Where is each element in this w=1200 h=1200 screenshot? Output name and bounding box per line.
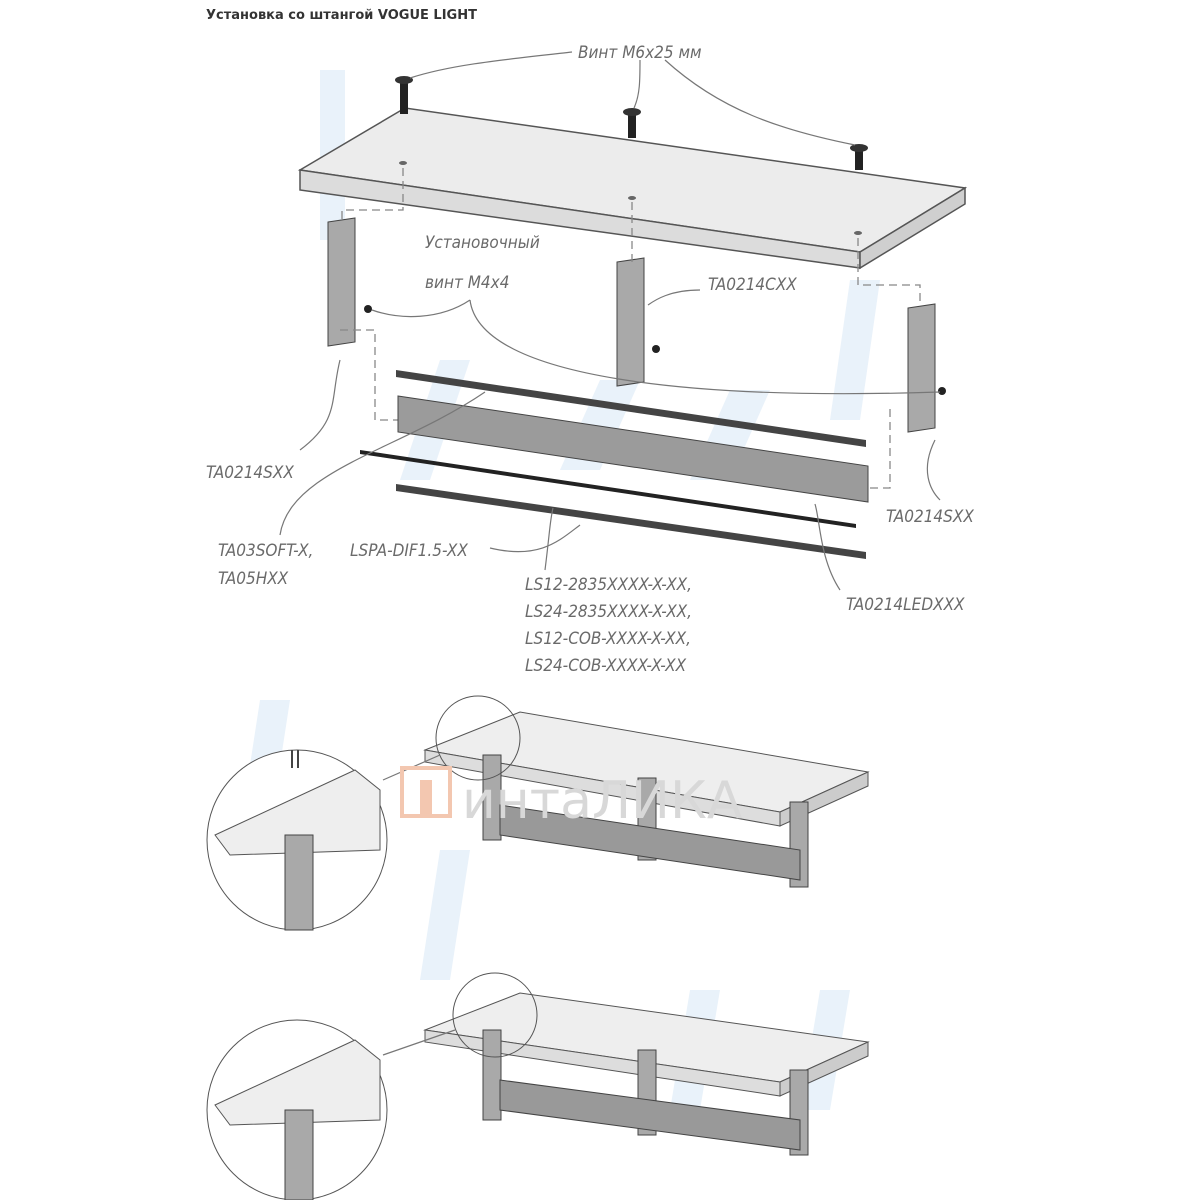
label-center-post: TA0214CXX — [708, 275, 797, 295]
label-set-screw-2: винт M4x4 — [425, 273, 509, 293]
logo-text: интаЛИКА — [462, 771, 743, 831]
page-title: Установка со штангой VOGUE LIGHT — [206, 8, 477, 23]
posts — [327, 217, 946, 433]
label-side-post-left: TA0214SXX — [206, 463, 294, 483]
label-screw-m6: Винт M6x25 мм — [578, 43, 702, 63]
label-led-profile: TA0214LEDXXX — [846, 595, 965, 615]
label-set-screw-1: Установочный — [425, 233, 540, 253]
profiles — [360, 370, 869, 559]
shelf-panel — [297, 107, 968, 270]
assembled-view-2 — [206, 972, 870, 1200]
label-side-post-right: TA0214SXX — [886, 507, 974, 527]
label-diffuser: LSPA-DIF1.5-XX — [350, 541, 468, 561]
logo-watermark: интаЛИКА — [400, 766, 743, 831]
label-led-4: LS24-COB-XXXX-X-XX — [525, 656, 687, 676]
label-led-1: LS12-2835XXXX-X-XX, — [525, 575, 692, 595]
screw-m6-group — [395, 76, 868, 170]
label-cap-2: TA05HXX — [218, 569, 289, 589]
label-led-2: LS24-2835XXXX-X-XX, — [525, 602, 692, 622]
assembled-view-1 — [206, 695, 870, 931]
label-cap-1: TA03SOFT-X, — [218, 541, 313, 561]
label-led-3: LS12-COB-XXXX-X-XX, — [525, 629, 691, 649]
